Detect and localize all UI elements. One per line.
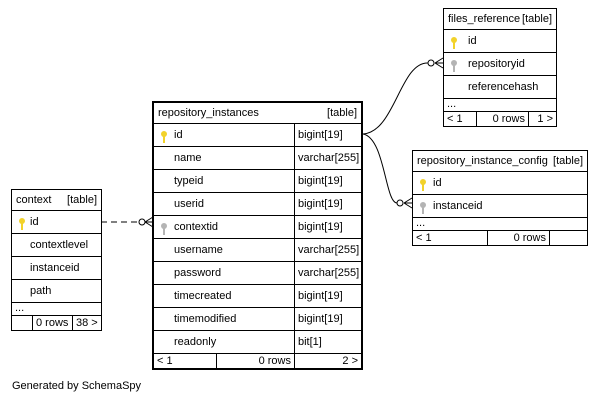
column-row[interactable]: contextid bigint[19] <box>154 216 361 239</box>
column-name: id <box>433 177 442 189</box>
column-row[interactable]: referencehash <box>444 76 556 99</box>
column-row[interactable]: id <box>12 211 101 234</box>
column-type: bigint[19] <box>294 216 343 238</box>
column-row[interactable]: userid bigint[19] <box>154 193 361 216</box>
column-name: name <box>174 152 202 164</box>
column-row[interactable]: instanceid <box>413 195 587 218</box>
more-columns-ellipsis: ... <box>413 218 587 231</box>
column-name: password <box>174 267 222 279</box>
more-columns-ellipsis: ... <box>12 303 101 316</box>
generator-caption: Generated by SchemaSpy <box>12 380 142 392</box>
table-header: context [table] <box>12 190 101 211</box>
column-type: bit[1] <box>294 331 322 353</box>
relation-repository-instances-to-files-reference <box>362 62 429 135</box>
column-type: bigint[19] <box>294 285 343 307</box>
relation-crowfoot <box>434 57 444 69</box>
foreign-key-icon <box>419 200 427 214</box>
row-count: 0 rows <box>487 231 549 245</box>
column-row[interactable]: id <box>444 30 556 53</box>
column-type: bigint[19] <box>294 170 343 192</box>
column-row[interactable]: timemodified bigint[19] <box>154 308 361 331</box>
foreign-key-icon <box>160 221 168 235</box>
table-header: files_reference [table] <box>444 9 556 30</box>
table-title: repository_instance_config <box>417 155 548 167</box>
column-type: varchar[255] <box>294 239 359 261</box>
table-kind: [table] <box>67 194 97 206</box>
column-name: instanceid <box>433 200 483 212</box>
table-footer: < 1 0 rows 2 > <box>154 354 361 368</box>
relation-end-circle <box>138 218 146 226</box>
column-type: bigint[19] <box>294 308 343 330</box>
column-row[interactable]: readonly bit[1] <box>154 331 361 354</box>
table-repository-instance-config[interactable]: repository_instance_config [table] id in… <box>412 150 588 246</box>
column-name: readonly <box>174 336 217 348</box>
column-name: id <box>174 129 183 141</box>
row-count: 0 rows <box>476 112 528 126</box>
column-row[interactable]: username varchar[255] <box>154 239 361 262</box>
table-header: repository_instances [table] <box>154 103 361 124</box>
table-kind: [table] <box>553 155 583 167</box>
footer-left-link[interactable]: < 1 <box>447 113 463 125</box>
column-row[interactable]: repositoryid <box>444 53 556 76</box>
column-row[interactable]: password varchar[255] <box>154 262 361 285</box>
table-footer: < 1 0 rows 1 > <box>444 112 556 126</box>
column-name: id <box>30 216 39 228</box>
footer-right-link[interactable]: 1 > <box>528 112 556 126</box>
table-repository-instances[interactable]: repository_instances [table] id bigint[1… <box>152 101 363 370</box>
relation-end-circle <box>396 199 404 207</box>
column-type: varchar[255] <box>294 262 359 284</box>
column-name: repositoryid <box>468 58 525 70</box>
primary-key-icon <box>18 216 26 230</box>
column-name: username <box>174 244 223 256</box>
relation-repository-instances-to-instance-config <box>362 133 398 204</box>
table-context[interactable]: context [table] id contextlevel instance… <box>11 189 102 331</box>
column-name: path <box>30 285 52 297</box>
row-count: 0 rows <box>216 354 294 368</box>
primary-key-icon <box>419 177 427 191</box>
table-header: repository_instance_config [table] <box>413 151 587 172</box>
footer-right-link[interactable] <box>549 231 587 245</box>
table-footer: 0 rows 38 > <box>12 316 101 330</box>
column-name: instanceid <box>30 262 80 274</box>
column-row[interactable]: timecreated bigint[19] <box>154 285 361 308</box>
column-row[interactable]: typeid bigint[19] <box>154 170 361 193</box>
column-type: bigint[19] <box>294 193 343 215</box>
table-title: files_reference <box>448 13 521 25</box>
footer-left-link[interactable]: < 1 <box>416 232 432 244</box>
column-name: timemodified <box>174 313 237 325</box>
primary-key-icon <box>160 129 168 143</box>
column-name: id <box>468 35 477 47</box>
foreign-key-icon <box>450 58 458 72</box>
column-name: referencehash <box>468 81 539 93</box>
table-kind: [table] <box>327 107 357 119</box>
relation-crowfoot <box>403 197 413 209</box>
column-type: varchar[255] <box>294 147 359 169</box>
column-name: contextlevel <box>30 239 89 251</box>
column-row[interactable]: name varchar[255] <box>154 147 361 170</box>
footer-right-link[interactable]: 38 > <box>72 316 98 330</box>
footer-left-link[interactable]: < 1 <box>157 355 173 367</box>
column-name: typeid <box>174 175 204 187</box>
column-row[interactable]: id bigint[19] <box>154 124 361 147</box>
column-name: contextid <box>174 221 219 233</box>
column-name: userid <box>174 198 204 210</box>
more-columns-ellipsis: ... <box>444 99 556 112</box>
table-files-reference[interactable]: files_reference [table] id repositoryid … <box>443 8 557 127</box>
table-title: context <box>16 194 52 206</box>
column-type: bigint[19] <box>294 124 343 146</box>
relation-end-circle <box>427 59 435 67</box>
column-row[interactable]: instanceid <box>12 257 101 280</box>
table-title: repository_instances <box>158 107 259 119</box>
table-kind: [table] <box>522 13 552 25</box>
footer-right-link[interactable]: 2 > <box>294 354 361 368</box>
row-count: 0 rows <box>32 316 68 330</box>
column-name: timecreated <box>174 290 232 302</box>
column-row[interactable]: id <box>413 172 587 195</box>
table-footer: < 1 0 rows <box>413 231 587 245</box>
column-row[interactable]: path <box>12 280 101 303</box>
column-row[interactable]: contextlevel <box>12 234 101 257</box>
primary-key-icon <box>450 35 458 49</box>
